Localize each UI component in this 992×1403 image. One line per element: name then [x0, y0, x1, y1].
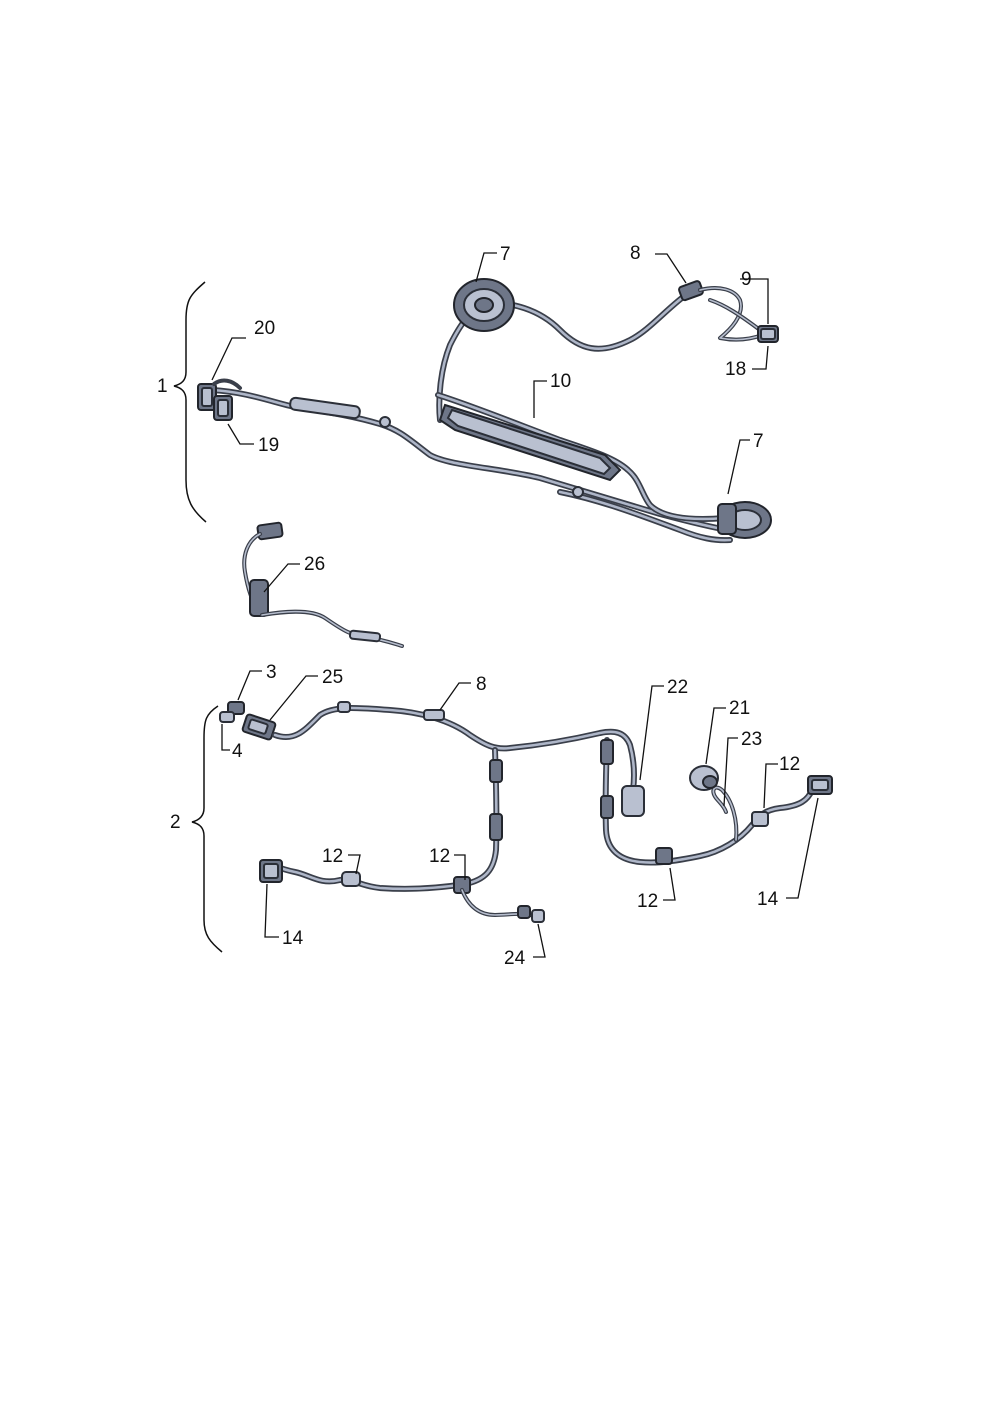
callout-10: 10: [550, 371, 571, 392]
callout-8-top: 8: [630, 243, 641, 264]
callout-2: 2: [170, 812, 181, 833]
callout-8-lower: 8: [476, 674, 487, 695]
callout-1: 1: [157, 376, 168, 397]
callout-25: 25: [322, 667, 343, 688]
callout-12-bottom: 12: [637, 891, 658, 912]
callout-12-left: 12: [322, 846, 343, 867]
brace-1: [173, 281, 207, 523]
leader-lines: [211, 252, 819, 958]
callout-3: 3: [266, 662, 277, 683]
harness-1: [197, 278, 779, 544]
callout-12-right: 12: [779, 754, 800, 775]
callout-19: 19: [258, 435, 279, 456]
callout-24: 24: [504, 948, 526, 969]
callout-7-top: 7: [500, 244, 511, 265]
harness-2: [219, 701, 833, 923]
callout-23: 23: [741, 729, 762, 750]
callout-21: 21: [729, 698, 750, 719]
cable-26: [242, 521, 404, 648]
callout-7-right: 7: [753, 431, 764, 452]
callout-14-left: 14: [282, 928, 304, 949]
callout-9: 9: [741, 269, 752, 290]
callout-22: 22: [667, 677, 688, 698]
callout-labels: 1 20 19 7 8 9 18 10 7 26 3 25 8 22 21 23…: [157, 243, 800, 969]
callout-18: 18: [725, 359, 746, 380]
callout-4: 4: [232, 741, 243, 762]
callout-26: 26: [304, 554, 325, 575]
callout-14-right: 14: [757, 889, 779, 910]
callout-12-mid: 12: [429, 846, 450, 867]
brace-2: [191, 705, 223, 953]
callout-20: 20: [254, 318, 275, 339]
